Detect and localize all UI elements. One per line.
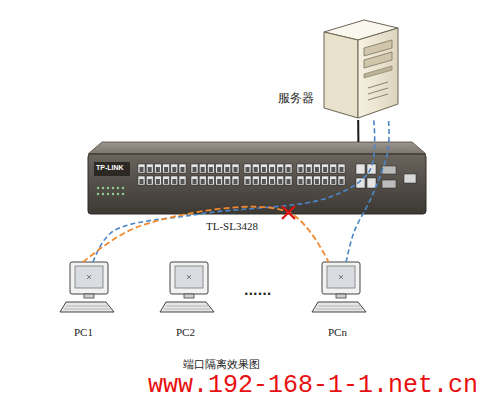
pc-name: PC2 [176,326,195,338]
ellipsis-mark: ...... [244,284,271,298]
switch-device-shape [88,142,426,214]
blocked-path [83,207,328,262]
watermark: www.192-168-1-1.net.cn [148,371,478,400]
uplink-cable [357,120,359,142]
pc-icon-shape [312,262,367,312]
pc-icon: PC1 [60,262,115,312]
pc-name: PCn [328,326,347,338]
pc-icon: PCn [312,262,367,312]
pc-icon-shape [160,262,215,312]
figure-caption: 端口隔离效果图 [183,357,260,372]
device-model: TL-SL3428 [206,220,258,232]
node-label: 服务器 [278,90,314,107]
switch-device: TL-SL3428 [88,142,426,214]
server-icon-shape [318,18,400,120]
server-icon: 服务器 [318,18,400,120]
pc-icon: PC2 [160,262,215,312]
brand-logo: TP-LINK [96,164,124,171]
pc-name: PC1 [74,326,93,338]
pc-icon-shape [60,262,115,312]
